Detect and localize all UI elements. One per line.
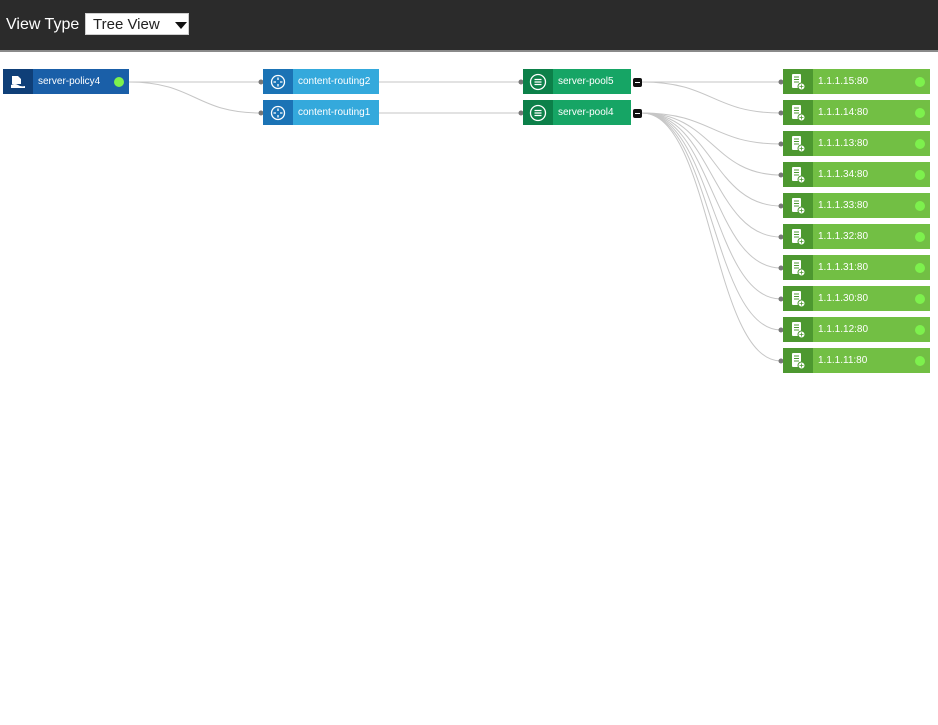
real-server-icon <box>783 317 813 342</box>
node-label: 1.1.1.12:80 <box>818 324 869 335</box>
connector-dot <box>778 203 784 209</box>
view-type-select-value: Tree View <box>93 16 160 33</box>
status-dot <box>915 325 925 335</box>
content-routing-icon <box>263 69 293 94</box>
status-dot <box>915 201 925 211</box>
node-real-server[interactable]: 1.1.1.30:80 <box>783 286 930 311</box>
node-label: 1.1.1.34:80 <box>818 169 869 180</box>
node-real-server[interactable]: 1.1.1.32:80 <box>783 224 930 249</box>
node-label: 1.1.1.15:80 <box>818 76 869 87</box>
link-pool4-server <box>641 112 782 145</box>
view-type-label: View Type <box>6 16 80 33</box>
node-label: 1.1.1.31:80 <box>818 262 869 273</box>
link-pool4-server <box>641 112 782 362</box>
real-server-icon <box>783 69 813 94</box>
node-label: 1.1.1.32:80 <box>818 231 869 242</box>
real-server-icon <box>783 255 813 280</box>
link-pool5-server <box>641 81 782 114</box>
policy-icon <box>3 69 33 94</box>
view-type-select[interactable]: Tree View <box>85 13 189 35</box>
link-pool4-server <box>641 112 782 207</box>
link-policy-routing1 <box>128 81 262 114</box>
status-dot <box>915 77 925 87</box>
node-label: content-routing1 <box>298 107 371 118</box>
collapse-toggle-icon[interactable] <box>633 78 642 87</box>
connector-dot <box>778 358 784 364</box>
connector-dot <box>518 79 524 85</box>
node-content-routing[interactable]: content-routing2 <box>263 69 379 94</box>
link-pool4-server <box>641 112 782 176</box>
real-server-icon <box>783 348 813 373</box>
real-server-icon <box>783 224 813 249</box>
server-pool-icon <box>523 69 553 94</box>
connector-dot <box>778 265 784 271</box>
status-dot <box>915 356 925 366</box>
node-label: 1.1.1.33:80 <box>818 200 869 211</box>
chevron-down-icon <box>175 22 187 29</box>
server-pool-icon <box>523 100 553 125</box>
node-label: 1.1.1.14:80 <box>818 107 869 118</box>
connector-dot <box>258 110 264 116</box>
real-server-icon <box>783 131 813 156</box>
node-label: content-routing2 <box>298 76 371 87</box>
status-dot <box>114 77 124 87</box>
real-server-icon <box>783 286 813 311</box>
node-real-server[interactable]: 1.1.1.33:80 <box>783 193 930 218</box>
node-label: server-policy4 <box>38 76 101 87</box>
node-real-server[interactable]: 1.1.1.14:80 <box>783 100 930 125</box>
node-server-pool[interactable]: server-pool4 <box>523 100 631 125</box>
link-pool4-server <box>641 112 782 238</box>
link-pool4-server <box>641 112 782 269</box>
connector-dot <box>518 110 524 116</box>
node-real-server[interactable]: 1.1.1.11:80 <box>783 348 930 373</box>
node-real-server[interactable]: 1.1.1.31:80 <box>783 255 930 280</box>
node-content-routing[interactable]: content-routing1 <box>263 100 379 125</box>
connector-dot <box>778 234 784 240</box>
node-real-server[interactable]: 1.1.1.34:80 <box>783 162 930 187</box>
node-server-policy[interactable]: server-policy4 <box>3 69 129 94</box>
node-label: 1.1.1.11:80 <box>818 355 868 366</box>
status-dot <box>915 108 925 118</box>
node-label: server-pool5 <box>558 76 614 87</box>
status-dot <box>915 139 925 149</box>
node-real-server[interactable]: 1.1.1.13:80 <box>783 131 930 156</box>
node-real-server[interactable]: 1.1.1.15:80 <box>783 69 930 94</box>
connector-dot <box>778 141 784 147</box>
status-dot <box>915 263 925 273</box>
node-label: 1.1.1.13:80 <box>818 138 869 149</box>
content-routing-icon <box>263 100 293 125</box>
connector-dot <box>778 327 784 333</box>
node-label: server-pool4 <box>558 107 614 118</box>
status-dot <box>915 294 925 304</box>
connector-dot <box>778 172 784 178</box>
real-server-icon <box>783 193 813 218</box>
connector-dot <box>778 79 784 85</box>
status-dot <box>915 170 925 180</box>
connector-dot <box>778 296 784 302</box>
link-pool4-server <box>641 112 782 331</box>
status-dot <box>915 232 925 242</box>
node-real-server[interactable]: 1.1.1.12:80 <box>783 317 930 342</box>
toolbar: View Type Tree View <box>0 0 938 52</box>
node-label: 1.1.1.30:80 <box>818 293 869 304</box>
real-server-icon <box>783 162 813 187</box>
connector-dot <box>258 79 264 85</box>
node-server-pool[interactable]: server-pool5 <box>523 69 631 94</box>
real-server-icon <box>783 100 813 125</box>
link-pool4-server <box>641 112 782 300</box>
collapse-toggle-icon[interactable] <box>633 109 642 118</box>
connector-dot <box>778 110 784 116</box>
